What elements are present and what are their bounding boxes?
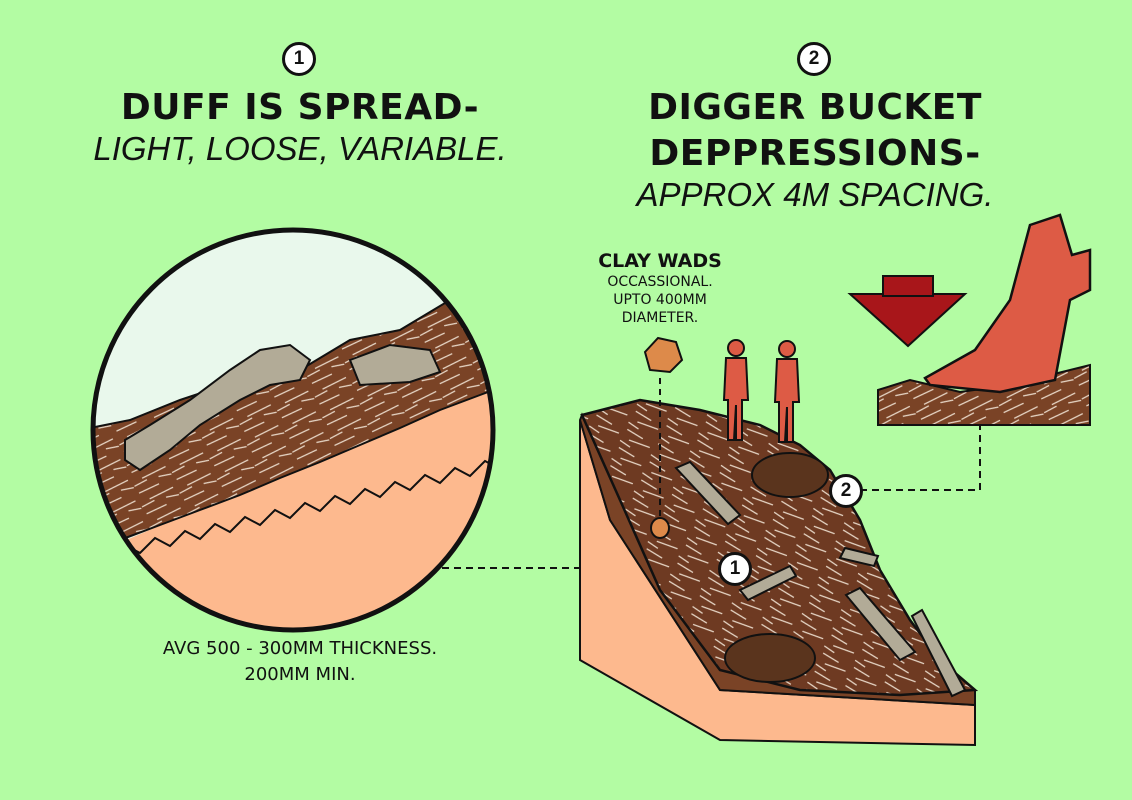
clay-wads-line2: UPTO 400MM bbox=[613, 292, 707, 308]
clay-wads-title: CLAY WADS bbox=[598, 250, 722, 272]
soil-block bbox=[578, 398, 979, 747]
section-2-title-line2: DEPPRESSIONS- bbox=[649, 133, 981, 174]
section-1-title: DUFF IS SPREAD- bbox=[120, 87, 480, 128]
excavator-inset bbox=[847, 213, 1092, 491]
step-1-badge: 1 bbox=[282, 42, 316, 76]
section-1-subtitle: LIGHT, LOOSE, VARIABLE. bbox=[93, 130, 507, 167]
section-2-subtitle: APPROX 4M SPACING. bbox=[636, 176, 994, 213]
clay-wad-icon bbox=[643, 336, 684, 374]
worker-figure-icon bbox=[722, 339, 801, 443]
thickness-note-line1: AVG 500 - 300MM THICKNESS. bbox=[162, 638, 438, 659]
step-2-badge: 2 bbox=[797, 42, 831, 76]
circle-frame bbox=[90, 227, 496, 633]
down-arrow-icon bbox=[847, 293, 968, 348]
duff-marker-badge: 1 bbox=[718, 552, 752, 586]
excavator-bucket-icon bbox=[923, 213, 1092, 394]
clay-wads-line3: DIAMETER. bbox=[621, 310, 699, 326]
thickness-note-line2: 200MM MIN. bbox=[244, 664, 356, 685]
section-2-title-line1: DIGGER BUCKET bbox=[648, 87, 982, 128]
soil-detail-circle bbox=[93, 230, 493, 630]
clay-wads-line1: OCCASSIONAL. bbox=[607, 274, 713, 290]
bucket-marker-badge: 2 bbox=[829, 474, 863, 508]
